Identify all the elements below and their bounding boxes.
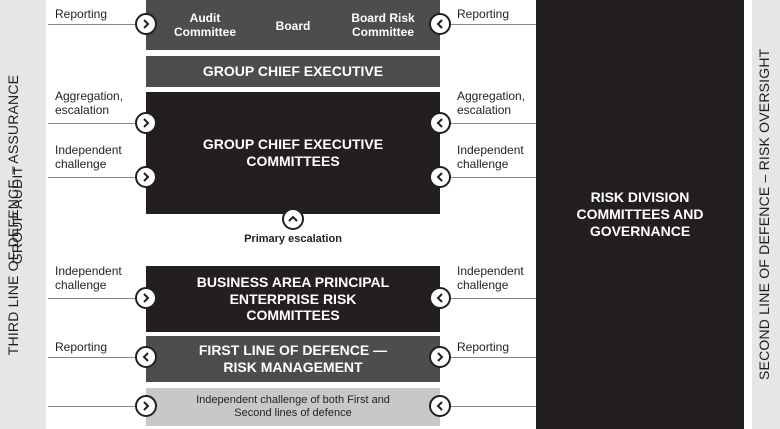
independent-both-box: Independent challenge of both First and … bbox=[146, 388, 440, 426]
board-label: Board bbox=[275, 19, 311, 33]
primary-escalation-label: Primary escalation bbox=[244, 233, 342, 245]
rule bbox=[440, 123, 536, 124]
left-independent-1: Independent challenge bbox=[55, 143, 122, 172]
left-reporting-top: Reporting bbox=[55, 7, 108, 21]
right-independent-1: Independent challenge bbox=[457, 143, 524, 172]
right-independent-2: Independent challenge bbox=[457, 264, 524, 293]
escalation-up-icon bbox=[282, 208, 304, 230]
left-aggregation: Aggregation, escalation bbox=[55, 89, 124, 118]
arrow-left-icon bbox=[429, 112, 451, 134]
rule bbox=[48, 24, 146, 25]
rule bbox=[48, 406, 146, 407]
arrow-right-icon bbox=[135, 287, 157, 309]
group-chief-executive-box: GROUP CHIEF EXECUTIVE bbox=[146, 56, 440, 87]
board-risk-committee-label: Board Risk Committee bbox=[351, 11, 415, 40]
second-line-label: SECOND LINE OF DEFENCE – RISK OVERSIGHT bbox=[756, 48, 772, 380]
arrow-right-icon bbox=[429, 346, 451, 368]
second-line-strip bbox=[752, 0, 780, 429]
rule bbox=[48, 298, 146, 299]
arrow-left-icon bbox=[429, 395, 451, 417]
third-line-strip bbox=[0, 0, 46, 429]
rule bbox=[440, 406, 536, 407]
right-reporting-top: Reporting bbox=[457, 7, 510, 21]
right-reporting-bottom: Reporting bbox=[457, 340, 510, 354]
rule bbox=[48, 357, 146, 358]
group-chief-executive-label: GROUP CHIEF EXECUTIVE bbox=[202, 63, 384, 80]
arrow-left-icon bbox=[429, 287, 451, 309]
business-area-label: BUSINESS AREA PRINCIPAL ENTERPRISE RISK … bbox=[196, 273, 390, 324]
left-reporting-bottom: Reporting bbox=[55, 340, 108, 354]
arrow-right-icon bbox=[135, 13, 157, 35]
arrow-left-icon bbox=[135, 346, 157, 368]
risk-division-box: RISK DIVISION COMMITTEES AND GOVERNANCE bbox=[536, 0, 744, 429]
first-line-box: FIRST LINE OF DEFENCE — RISK MANAGEMENT bbox=[146, 336, 440, 382]
risk-division-label: RISK DIVISION COMMITTEES AND GOVERNANCE bbox=[576, 189, 704, 239]
board-row: Audit Committee Board Board Risk Committ… bbox=[146, 0, 440, 50]
left-independent-2: Independent challenge bbox=[55, 264, 122, 293]
audit-committee-label: Audit Committee bbox=[173, 11, 236, 40]
rule bbox=[440, 357, 536, 358]
business-area-box: BUSINESS AREA PRINCIPAL ENTERPRISE RISK … bbox=[146, 266, 440, 332]
arrow-left-icon bbox=[429, 13, 451, 35]
arrow-left-icon bbox=[429, 166, 451, 188]
arrow-right-icon bbox=[135, 166, 157, 188]
first-line-label: FIRST LINE OF DEFENCE — RISK MANAGEMENT bbox=[198, 342, 388, 375]
rule bbox=[48, 177, 146, 178]
gce-committees-label: GROUP CHIEF EXECUTIVE COMMITTEES bbox=[202, 136, 384, 169]
rule bbox=[440, 177, 536, 178]
right-aggregation: Aggregation, escalation bbox=[457, 89, 526, 118]
arrow-right-icon bbox=[135, 112, 157, 134]
gce-committees-box: GROUP CHIEF EXECUTIVE COMMITTEES bbox=[146, 92, 440, 214]
rule bbox=[48, 123, 146, 124]
independent-both-label: Independent challenge of both First and … bbox=[196, 393, 390, 419]
rule bbox=[440, 24, 536, 25]
group-audit-label: GROUP AUDIT bbox=[9, 165, 25, 265]
rule bbox=[440, 298, 536, 299]
arrow-right-icon bbox=[135, 395, 157, 417]
